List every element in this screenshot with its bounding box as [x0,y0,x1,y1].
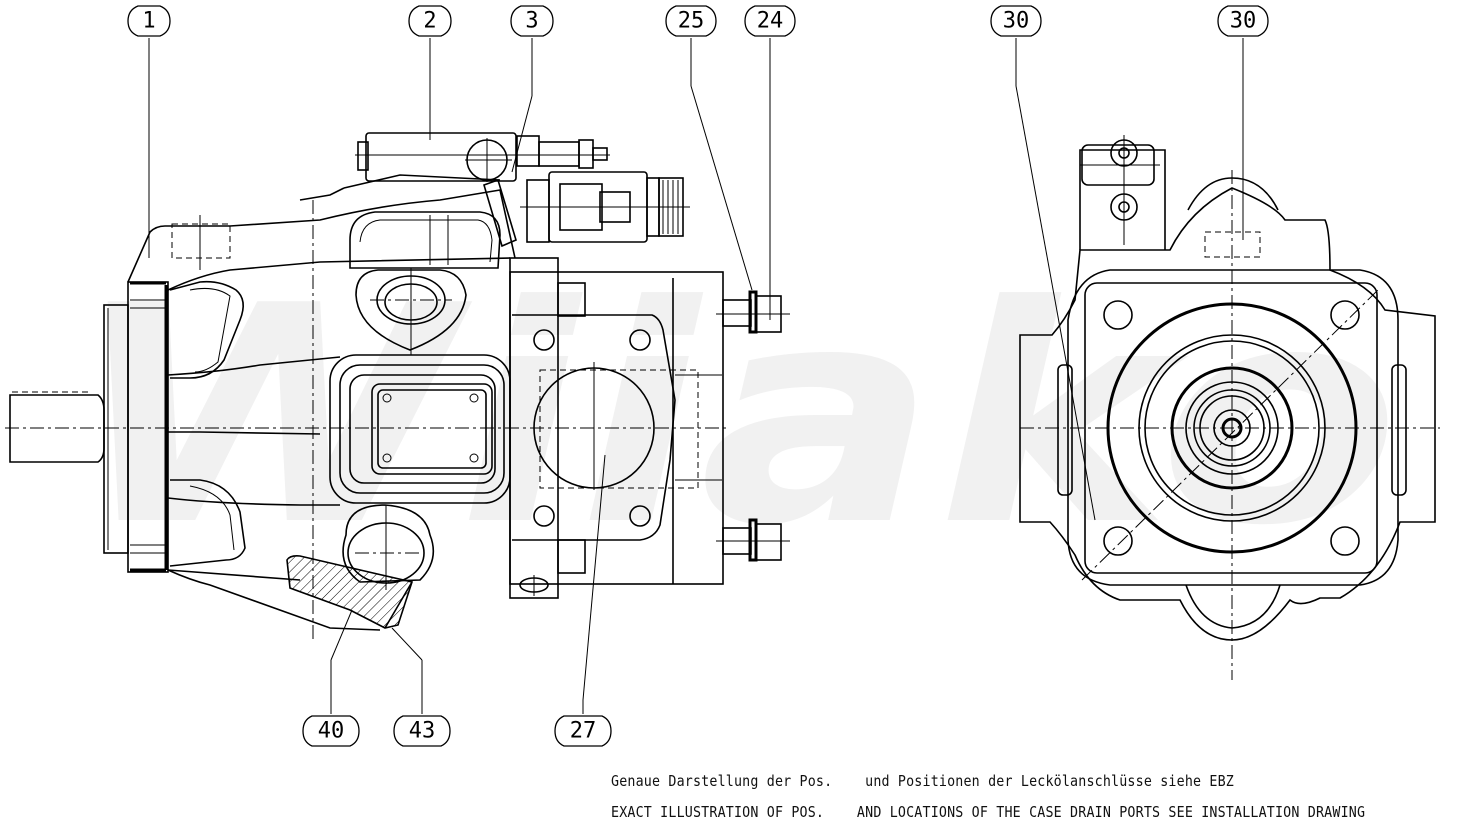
balloon-25[interactable]: 25 [665,5,717,37]
balloon-43[interactable]: 43 [393,715,451,747]
balloon-label: 30 [1003,9,1030,34]
balloon-label: 40 [318,719,345,744]
plug-lower [716,518,790,562]
control-valve [299,132,690,248]
balloon-label: 2 [423,9,436,34]
balloon-label: 3 [525,9,538,34]
note-english: EXACT ILLUSTRATION OF POS. AND LOCATIONS… [611,803,1366,821]
pressure-port-flange [329,354,511,504]
front-view [1019,135,1440,680]
upper-port [355,268,467,355]
port-block [509,257,724,599]
mounting-flange [127,281,169,573]
balloon-27[interactable]: 27 [554,715,612,747]
balloon-40[interactable]: 40 [302,715,360,747]
pump-housing [127,189,516,631]
balloon-label: 27 [570,719,597,744]
note-german: Genaue Darstellung der Pos. und Position… [611,772,1235,790]
watermark: Wiiako [70,242,1400,591]
leader-lines [148,38,1244,714]
balloon-label: 24 [757,9,784,34]
upper-port-boss [349,211,501,269]
plug-upper [716,290,790,334]
front-valve-block [1080,135,1160,245]
front-shaft-center [1221,417,1243,439]
watermark-text: Wiiako [70,242,1400,591]
front-mount-plate [1084,282,1378,574]
balloon-label: 25 [678,9,705,34]
balloon-30-left[interactable]: 30 [990,5,1042,37]
balloon-label: 30 [1230,9,1257,34]
balloon-label: 43 [409,719,436,744]
front-pilot-ring [1106,302,1358,554]
balloon-1[interactable]: 1 [127,5,171,37]
balloon-label: 1 [142,9,155,34]
lower-cover-section [286,555,414,629]
side-view [5,132,790,640]
balloon-3[interactable]: 3 [510,5,554,37]
balloon-2[interactable]: 2 [408,5,452,37]
balloon-30-right[interactable]: 30 [1217,5,1269,37]
balloon-24[interactable]: 24 [744,5,796,37]
